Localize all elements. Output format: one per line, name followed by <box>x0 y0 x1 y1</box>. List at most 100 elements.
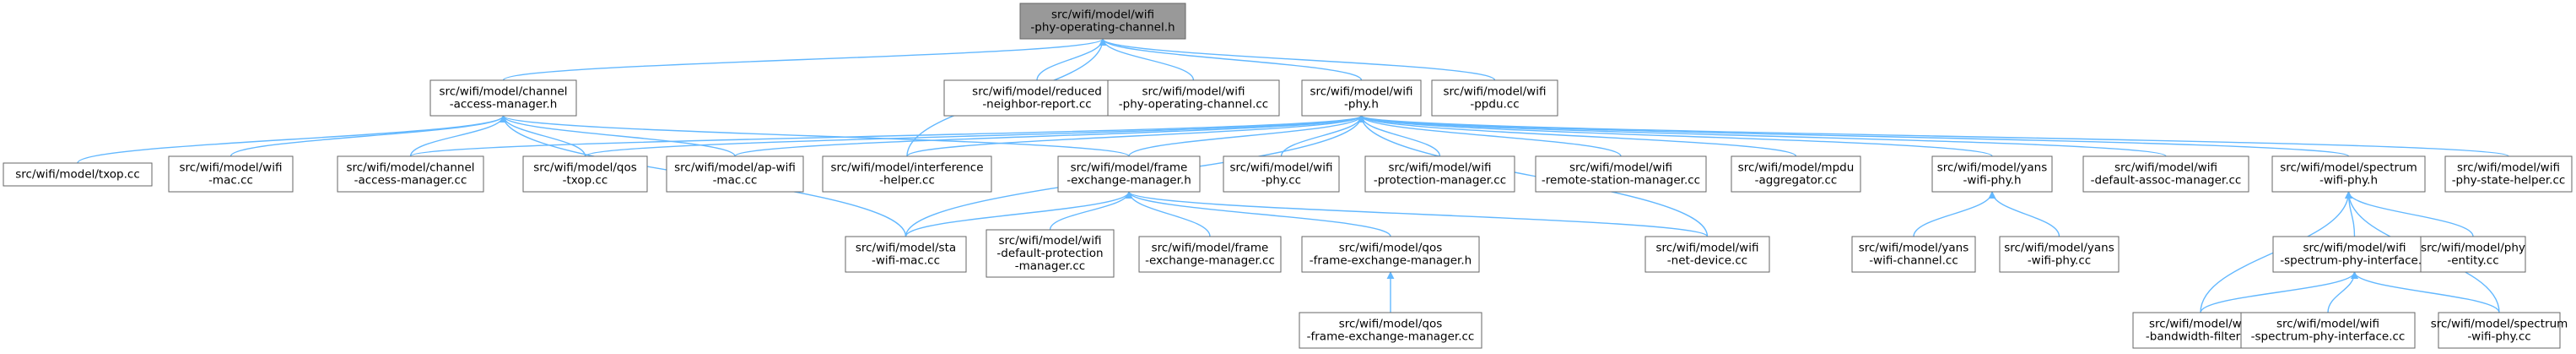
node-cam_cc[interactable]: src/wifi/model/channel-access-manager.cc <box>337 155 484 193</box>
node-label-line: src/wifi/model/wifi <box>1389 161 1492 175</box>
node-label-line: src/wifi/model/spectrum <box>2431 318 2568 331</box>
node-box <box>1223 155 1340 193</box>
node-label-line: -helper.cc <box>879 174 935 188</box>
node-label-line: src/wifi/model/spectrum <box>2280 161 2417 175</box>
edge-cam_h-to-root <box>502 38 1107 81</box>
node-box <box>845 236 967 273</box>
edge-fem_h-to-wifiphy_h <box>1128 115 1365 157</box>
node-box <box>1107 79 1280 117</box>
node-yans_h[interactable]: src/wifi/model/yans-wifi-phy.h <box>1931 155 2053 193</box>
node-box <box>1301 236 1480 273</box>
node-label-line: src/wifi/model/wifi <box>180 161 283 175</box>
node-mpdu[interactable]: src/wifi/model/mpdu-aggregator.cc <box>1731 155 1861 193</box>
node-label-line: -wifi-channel.cc <box>1869 254 1958 268</box>
node-wifiphy_cc[interactable]: src/wifi/model/wifi-phy.cc <box>1223 155 1340 193</box>
node-box <box>337 155 484 193</box>
node-wifiphy_h[interactable]: src/wifi/model/wifi-phy.h <box>1301 79 1422 117</box>
node-fem_h[interactable]: src/wifi/model/frame-exchange-manager.h <box>1057 155 1201 193</box>
node-label-line: -wifi-mac.cc <box>872 254 940 268</box>
edge-ppdu-to-root <box>1099 38 1496 81</box>
node-label-line: -bandwidth-filter.cc <box>2146 330 2255 344</box>
node-wifimac[interactable]: src/wifi/model/wifi-mac.cc <box>168 155 294 193</box>
node-netdev[interactable]: src/wifi/model/wifi-net-device.cc <box>1644 236 1770 273</box>
node-box <box>1931 155 2053 193</box>
node-label-line: src/wifi/model/wifi <box>999 234 1102 248</box>
node-label-line: -frame-exchange-manager.h <box>1310 254 1472 268</box>
node-label-line: src/wifi/model/qos <box>533 161 637 175</box>
node-cam_h[interactable]: src/wifi/model/channel-access-manager.h <box>429 79 577 117</box>
node-box <box>2082 155 2249 193</box>
node-defprot[interactable]: src/wifi/model/wifi-default-protection-m… <box>986 229 1115 278</box>
node-label-line: -phy.h <box>1344 98 1379 112</box>
node-root[interactable]: src/wifi/model/wifi-phy-operating-channe… <box>1019 3 1186 40</box>
node-label-line: -aggregator.cc <box>1755 174 1838 188</box>
edge-reduced-to-root <box>1036 38 1107 81</box>
node-label-line: -wifi-phy.cc <box>2028 254 2091 268</box>
node-fem_cc[interactable]: src/wifi/model/frame-exchange-manager.cc <box>1138 236 1282 273</box>
node-label-line: -remote-station-manager.cc <box>1542 174 1700 188</box>
node-rsm[interactable]: src/wifi/model/wifi-remote-station-manag… <box>1535 155 1707 193</box>
node-box <box>822 155 992 193</box>
edge-bwfilter-to-specphyif_h <box>2200 271 2358 313</box>
edge-sta-to-fem_h <box>905 191 1133 237</box>
node-label-line: -access-manager.h <box>450 98 558 112</box>
edge-rsm-to-wifiphy_h <box>1358 115 1622 157</box>
node-label-line: src/wifi/model/ap-wifi <box>674 161 796 175</box>
edge-phyentity-to-spec_h <box>2345 191 2474 237</box>
node-label-line: -default-protection <box>996 247 1103 260</box>
node-dam[interactable]: src/wifi/model/wifi-default-assoc-manage… <box>2082 155 2249 193</box>
node-yanschan[interactable]: src/wifi/model/yans-wifi-channel.cc <box>1851 236 1976 273</box>
edge-yanschan-to-yans_h <box>1913 191 1996 237</box>
node-specphyif_h[interactable]: src/wifi/model/wifi-spectrum-phy-interfa… <box>2272 236 2437 273</box>
node-label-line: src/wifi/model/wifi <box>1569 161 1672 175</box>
node-box <box>2420 236 2526 273</box>
node-label-line: src/wifi/model/wifi <box>1230 161 1333 175</box>
node-yansphy_cc[interactable]: src/wifi/model/yans-wifi-phy.cc <box>1999 236 2120 273</box>
node-label-line: src/wifi/model/channel <box>346 161 474 175</box>
edge-dam-to-wifiphy_h <box>1358 115 2167 157</box>
node-label-line: -protection-manager.cc <box>1374 174 1506 188</box>
node-qosfem_cc[interactable]: src/wifi/model/qos-frame-exchange-manage… <box>1299 312 1482 349</box>
edge-yans_h-to-wifiphy_h <box>1358 115 1993 157</box>
edge-psh-to-wifiphy_h <box>1358 115 2509 157</box>
node-box <box>986 229 1115 278</box>
node-label-line: src/wifi/model/reduced <box>972 85 1102 99</box>
node-apwifi[interactable]: src/wifi/model/ap-wifi-mac.cc <box>666 155 804 193</box>
edge-yansphy_cc-to-yans_h <box>1988 191 2060 237</box>
node-ppdu[interactable]: src/wifi/model/wifi-ppdu.cc <box>1431 79 1558 117</box>
node-spec_h[interactable]: src/wifi/model/spectrum-wifi-phy.h <box>2271 155 2426 193</box>
node-box <box>1999 236 2120 273</box>
node-label-line: -entity.cc <box>2447 254 2498 268</box>
edge-apwifi-to-wifiphy_h <box>734 115 1365 157</box>
node-phyentity[interactable]: src/wifi/model/phy-entity.cc <box>2420 236 2526 273</box>
node-box <box>2271 155 2426 193</box>
node-qostxop[interactable]: src/wifi/model/qos-txop.cc <box>522 155 648 193</box>
node-label-line: src/wifi/model/sta <box>856 242 956 255</box>
node-label-line: src/wifi/model/channel <box>439 85 567 99</box>
edge-fem_h-to-cam_h <box>500 115 1130 157</box>
edge-qosfem_h-to-fem_h <box>1125 191 1391 237</box>
node-label-line: src/wifi/model/wifi <box>1444 85 1547 99</box>
node-label-line: src/wifi/model/yans <box>1859 242 1969 255</box>
node-specphyif_cc[interactable]: src/wifi/model/wifi-spectrum-phy-interfa… <box>2240 312 2416 349</box>
edge-wifimac-to-cam_h <box>230 115 507 157</box>
node-sta[interactable]: src/wifi/model/sta-wifi-mac.cc <box>845 236 967 273</box>
node-specphy_cc[interactable]: src/wifi/model/spectrum-wifi-phy.cc <box>2431 312 2568 349</box>
node-label-line: src/wifi/model/wifi <box>2149 318 2252 331</box>
edge-wifiphy_h-to-root <box>1099 38 1363 81</box>
node-qosfem_h[interactable]: src/wifi/model/qos-frame-exchange-manage… <box>1301 236 1480 273</box>
node-psh[interactable]: src/wifi/model/wifi-phy-state-helper.cc <box>2444 155 2573 193</box>
node-txop[interactable]: src/wifi/model/txop.cc <box>3 162 153 187</box>
node-label-line: -phy-operating-channel.cc <box>1119 98 1268 112</box>
node-box <box>1299 312 1482 349</box>
nodes-layer: src/wifi/model/wifi -phy-operating-channe… <box>3 3 2573 349</box>
node-interf[interactable]: src/wifi/model/interference-helper.cc <box>822 155 992 193</box>
node-protmgr[interactable]: src/wifi/model/wifi-protection-manager.c… <box>1364 155 1515 193</box>
node-phyop_cc[interactable]: src/wifi/model/wifi-phy-operating-channe… <box>1107 79 1280 117</box>
node-reduced[interactable]: src/wifi/model/reduced-neighbor-report.c… <box>943 79 1131 117</box>
node-label-line: src/wifi/model/interference <box>830 161 983 175</box>
edge-netdev-to-fem_h <box>1125 191 1709 237</box>
node-label-line: -neighbor-report.cc <box>982 98 1091 112</box>
node-label-line: src/wifi/model/wifi <box>2457 161 2560 175</box>
